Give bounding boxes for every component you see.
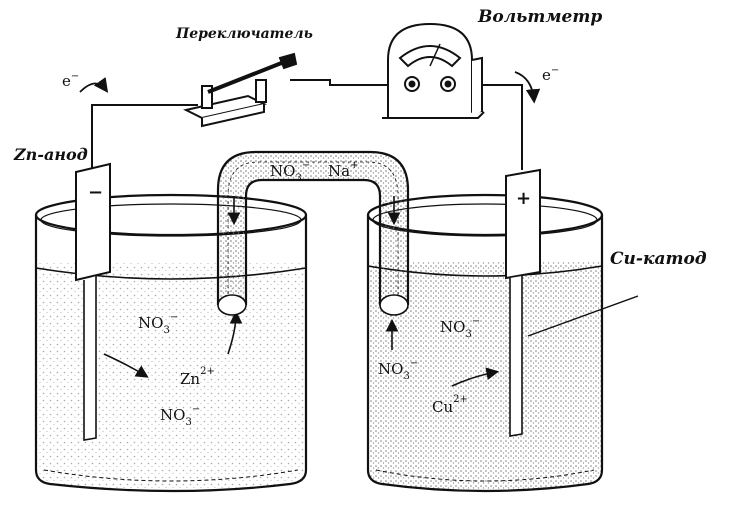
left-zinc-ion: Zn2+	[180, 366, 215, 388]
copper-cathode-plate	[505, 168, 541, 437]
salt-bridge	[216, 150, 410, 316]
bridge-sodium-ion: Na+	[328, 160, 358, 180]
cathode-sign: +	[516, 188, 531, 209]
cathode-label: Cu-катод	[610, 249, 707, 269]
zinc-anode-plate	[75, 162, 111, 441]
electron-label-left: e−	[62, 71, 79, 90]
right-nitrate-ion-bottom: NO3−	[378, 358, 418, 382]
right-copper-ion: Cu2+	[432, 394, 468, 416]
bridge-nitrate-ion: NO3−	[270, 160, 310, 184]
left-ion-arrows	[103, 310, 243, 378]
electron-flow-arrow-left	[79, 77, 109, 93]
left-nitrate-ion-2: NO3−	[160, 404, 200, 428]
knife-switch	[183, 52, 298, 128]
right-ion-arrows	[385, 318, 500, 387]
cathode-pointer-line	[527, 295, 639, 337]
switch-label: Переключатель	[175, 26, 313, 42]
left-nitrate-ion-1: NO3−	[138, 312, 178, 336]
anode-sign: −	[88, 182, 103, 203]
anode-label: Zn-анод	[13, 145, 88, 164]
voltmeter-label: Вольтметр	[477, 7, 602, 27]
voltmeter	[382, 22, 485, 119]
circuit-wire	[91, 79, 523, 170]
electron-label-right: e−	[542, 65, 559, 84]
right-nitrate-ion-top: NO3−	[440, 316, 480, 340]
electron-flow-arrow-right	[514, 71, 541, 104]
